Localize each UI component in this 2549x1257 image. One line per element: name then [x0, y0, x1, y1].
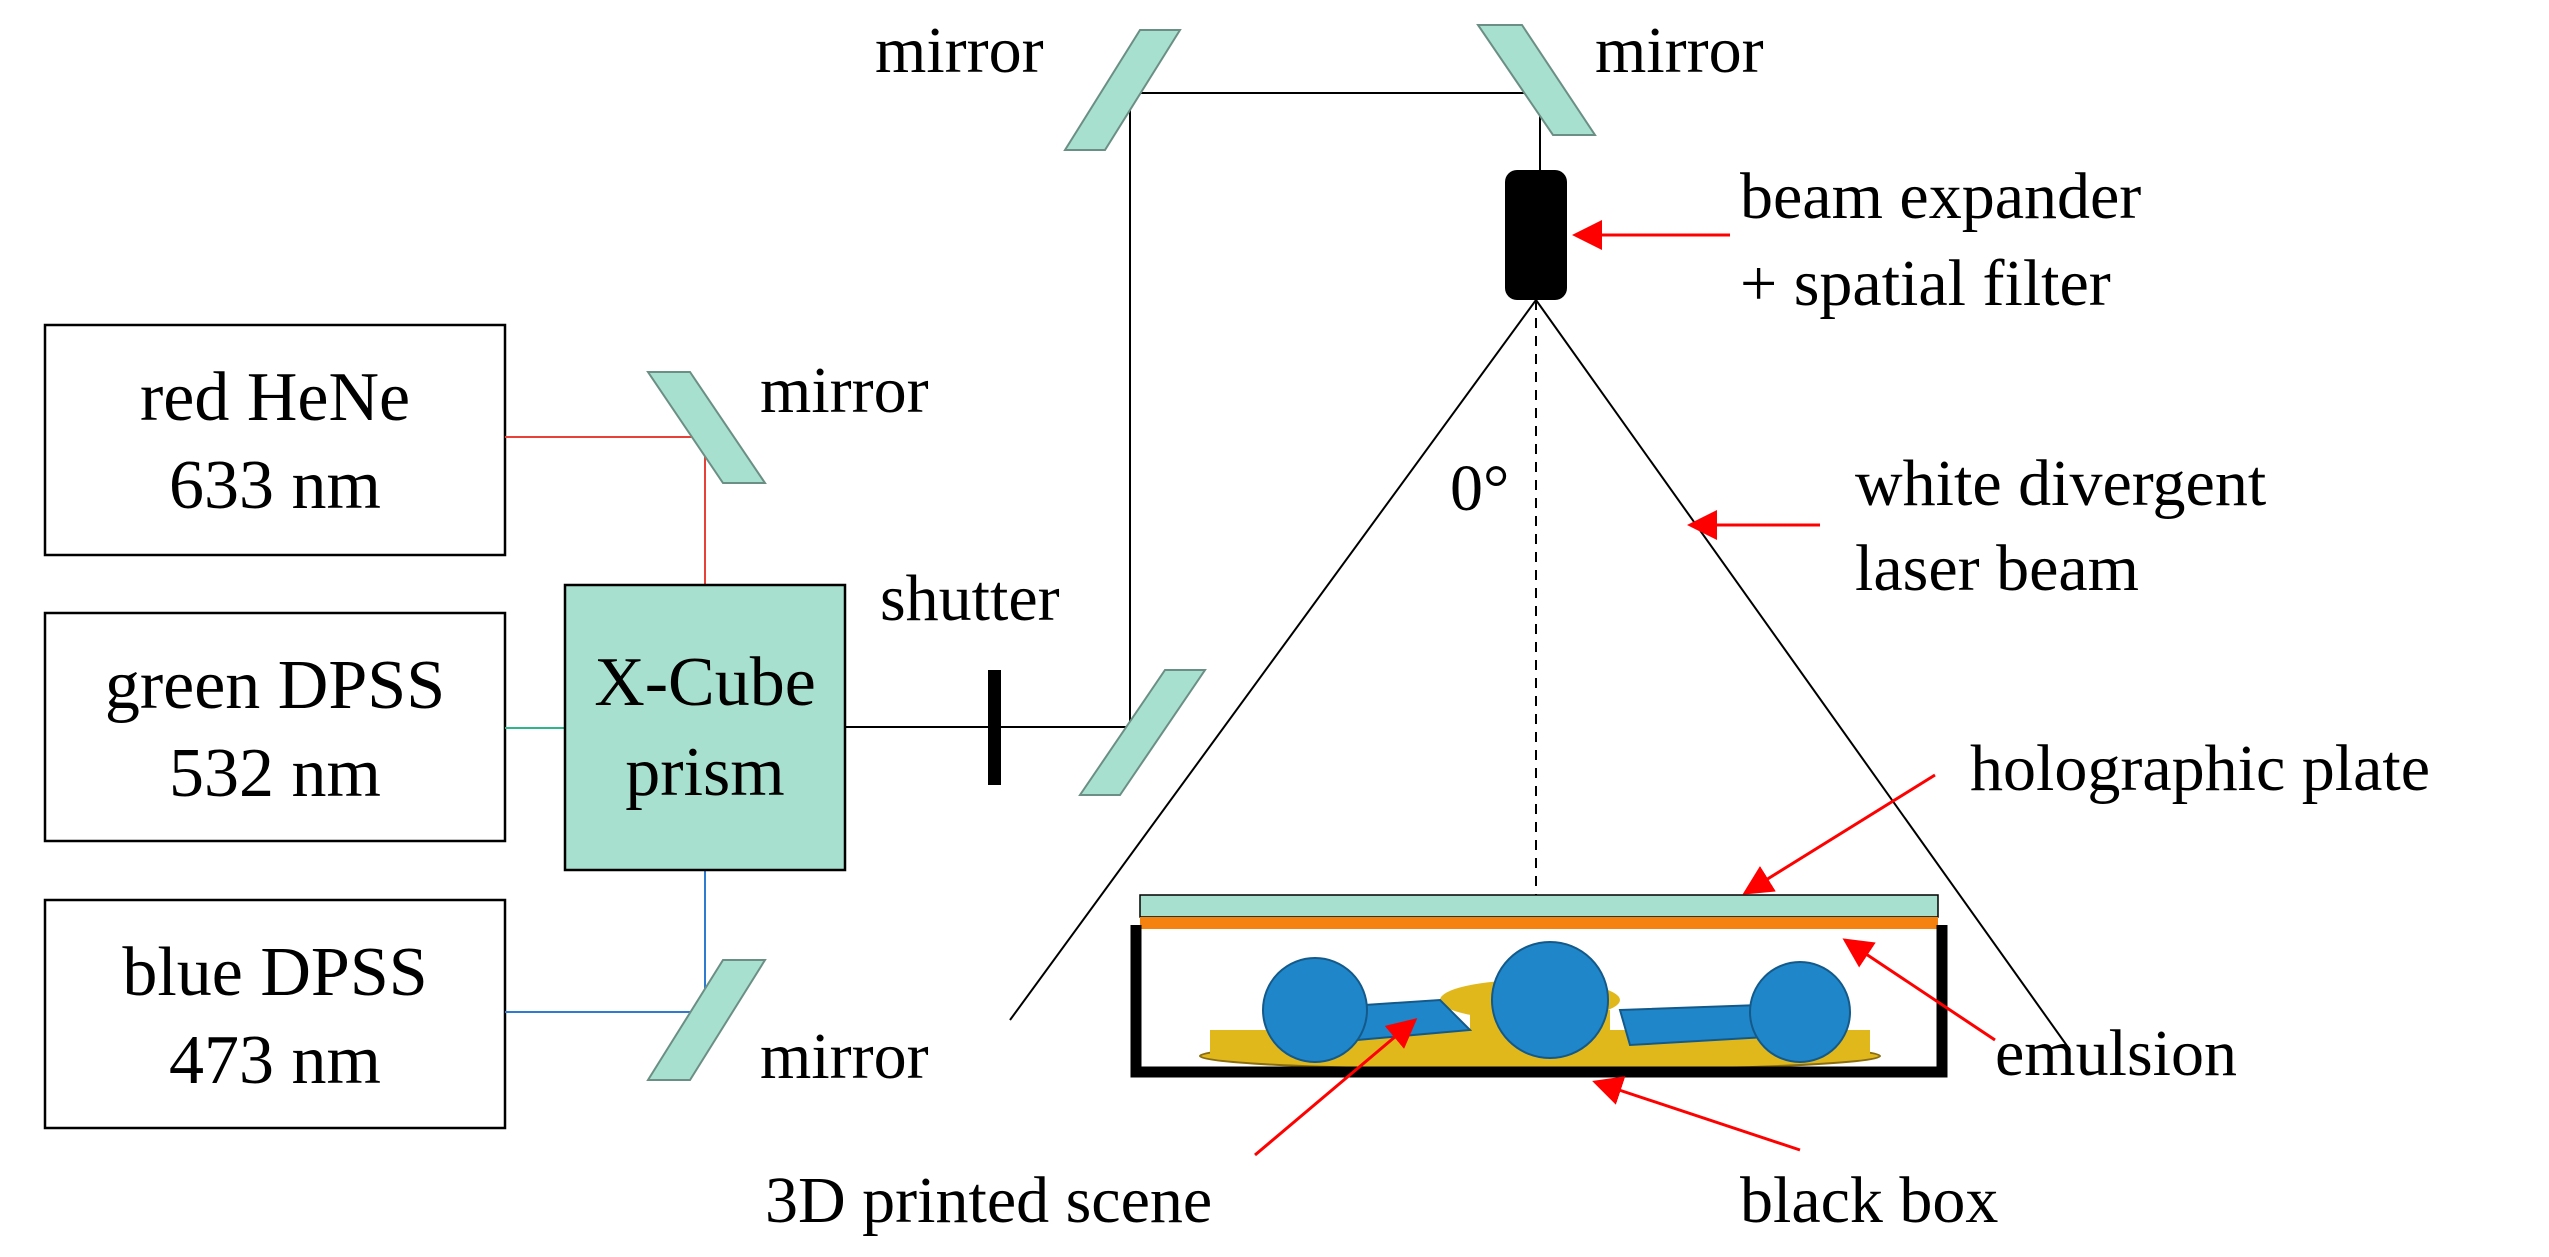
- emulsion-layer: [1140, 917, 1938, 929]
- label-beam-expander-2: + spatial filter: [1740, 247, 2111, 320]
- holographic-plate: [1139, 894, 1939, 918]
- arrow-holographic-plate: [1742, 773, 1936, 895]
- laser-green-wavelength: 532 nm: [169, 735, 381, 812]
- arrow-emulsion: [1842, 938, 1996, 1042]
- mirror-red: [646, 371, 767, 484]
- laser-blue-dpss: blue DPSS 473 nm: [43, 898, 507, 1130]
- label-mirror-top-left: mirror: [875, 14, 1044, 87]
- label-angle: 0°: [1450, 452, 1509, 525]
- laser-red-name: red HeNe: [140, 359, 410, 436]
- mirror-top-left: [1063, 29, 1182, 151]
- label-divergent-1: white divergent: [1855, 447, 2266, 520]
- mirror-top-right: [1476, 24, 1597, 136]
- black-box: [1130, 925, 1948, 1078]
- prism-label-line1: X-Cube: [594, 644, 816, 721]
- laser-green-name: green DPSS: [105, 647, 445, 724]
- label-holographic-plate: holographic plate: [1970, 732, 2430, 805]
- laser-blue-name: blue DPSS: [122, 934, 427, 1011]
- arrow-3d-scene: [1254, 1018, 1418, 1157]
- label-mirror-blue: mirror: [760, 1020, 929, 1093]
- laser-blue-wavelength: 473 nm: [169, 1022, 381, 1099]
- laser-red-hene: red HeNe 633 nm: [43, 323, 507, 557]
- printed-scene: [1199, 941, 1881, 1071]
- laser-green-dpss: green DPSS 532 nm: [43, 611, 507, 843]
- label-mirror-top-right: mirror: [1595, 14, 1764, 87]
- mirror-lower-right: [1078, 669, 1207, 796]
- prism-label-line2: prism: [625, 734, 784, 811]
- blue-beam: [505, 870, 706, 1013]
- label-emulsion: emulsion: [1995, 1017, 2237, 1090]
- label-divergent-2: laser beam: [1855, 532, 2139, 605]
- label-mirror-red: mirror: [760, 354, 929, 427]
- laser-red-wavelength: 633 nm: [169, 447, 381, 524]
- label-beam-expander-1: beam expander: [1740, 160, 2141, 233]
- mirror-blue: [646, 959, 767, 1081]
- label-3d-printed-scene: 3D printed scene: [765, 1164, 1212, 1237]
- divergent-beam-left: [1009, 299, 1537, 1021]
- red-beam: [505, 436, 706, 585]
- x-cube-prism: X-Cube prism: [563, 583, 847, 872]
- shutter: [988, 670, 1001, 785]
- label-black-box: black box: [1740, 1164, 1998, 1237]
- divergent-beam-right: [1535, 299, 2071, 1051]
- label-shutter: shutter: [880, 562, 1060, 635]
- arrow-black-box: [1592, 1076, 1801, 1152]
- beam-expander: [1505, 170, 1567, 300]
